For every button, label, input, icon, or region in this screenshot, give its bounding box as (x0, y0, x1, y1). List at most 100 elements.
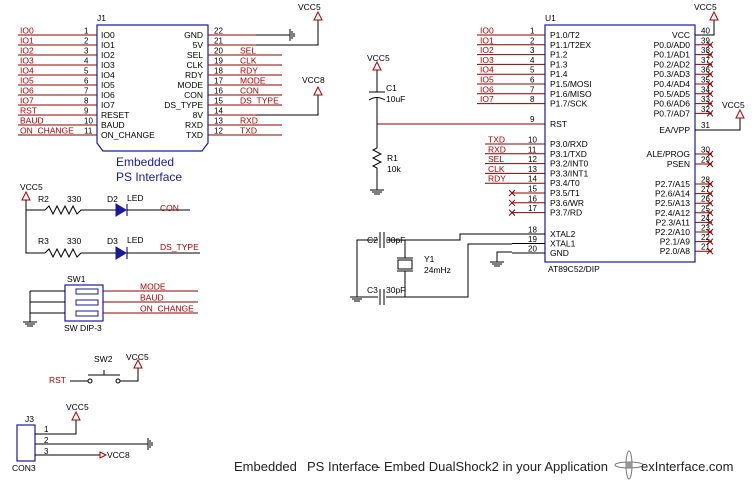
j1-ref: J1 (97, 13, 106, 23)
j1-right-pin-number: 18 (214, 67, 223, 76)
u1-p2-pin-name: P2.4/A12 (655, 208, 690, 218)
j1-right-pin-name: TXD (186, 130, 203, 140)
c2-value: 30pF (386, 235, 405, 245)
j1-left-net: IO2 (20, 46, 34, 56)
c1-r1-reset-network: VCC5 C1 10uF R1 10k (367, 53, 405, 195)
j1-left-pin-number: 1 (84, 27, 89, 36)
j1-left-net: IO5 (20, 76, 34, 86)
j1-left-pin-number: 6 (84, 77, 89, 86)
j1-right-net: RXD (240, 116, 258, 126)
u1-right-pin-name: VCC (672, 30, 690, 40)
sw1-net: BAUD (140, 293, 164, 303)
j1-left-pin-name: ON_CHANGE (101, 130, 155, 140)
u1-rst-pin-name: RST (550, 119, 567, 129)
j1-right-pin-name: DS_TYPE (164, 100, 203, 110)
u1-p1-pin-number: 5 (530, 66, 535, 75)
j1-left-net: IO0 (20, 26, 34, 36)
u1-p3-pin-name: P3.5/T1 (550, 188, 580, 198)
u1-p2-pin-number: 21 (701, 243, 710, 252)
u1-right-pin-number: 32 (701, 105, 710, 114)
u1-right-pin-name: P0.3/AD3 (654, 69, 691, 79)
j1-left-pin-name: IO2 (101, 50, 115, 60)
d2-net: CON (160, 203, 179, 213)
j3-part: CON3 (12, 463, 36, 473)
u1-x-pin-number: 18 (528, 226, 537, 235)
sw2-reset-button: RST SW2 VCC5 (49, 352, 149, 385)
j1-right-pin-name: RXD (185, 120, 203, 130)
u1-p1-pin-name: P1.3 (550, 59, 568, 69)
d3-value: LED (127, 235, 144, 245)
u1-p3-net: RXD (488, 144, 506, 154)
j1-left-pin-name: IO7 (101, 100, 115, 110)
j3-power-connector: J3 CON3 1 2 3 VCC5 VCC8 (12, 402, 153, 473)
j1-left-net: RST (20, 106, 37, 116)
u1-ea-pin-number: 31 (701, 121, 710, 130)
u1-p1-pin-number: 3 (530, 46, 535, 55)
j1-right-pin-name: SEL (187, 50, 203, 60)
r3-ref: R3 (38, 236, 49, 246)
c1-vcc-label: VCC5 (367, 53, 390, 63)
j1-left-pin-number: 4 (84, 57, 89, 66)
d2-ref: D2 (107, 194, 118, 204)
u1-part: AT89C52/DIP (548, 264, 600, 274)
j1-right-net: TXD (240, 126, 257, 136)
j3-vcc8-arrow-icon (99, 451, 108, 459)
u1-p2-pin-number: 26 (701, 195, 710, 204)
u1-p1-pin-number: 1 (530, 27, 535, 36)
j1-vcc5-wire (256, 20, 319, 46)
j1-left-pin-name: IO0 (101, 30, 115, 40)
u1-p2-pin-number: 23 (701, 224, 710, 233)
j1-right-pin-number: 13 (214, 117, 223, 126)
u1-p3-pin-name: P3.1/TXD (550, 149, 587, 159)
j3-vcc-label: VCC5 (66, 402, 89, 412)
u1-p3-pin-number: 14 (528, 175, 537, 184)
j3-ref: J3 (25, 414, 34, 424)
u1-ale-pin-name: ALE/PROG (647, 149, 690, 159)
u1-ea-vcc-label: VCC5 (722, 100, 745, 110)
j1-right-net: RDY (240, 66, 258, 76)
j1-left-pin-number: 7 (84, 87, 89, 96)
j3-vcc-arrow-icon (71, 410, 81, 421)
u1-x-pin-name: GND (550, 248, 569, 258)
sw1-ref: SW1 (67, 274, 86, 284)
sw1-part: SW DIP-3 (64, 323, 102, 333)
led-vcc-label: VCC5 (20, 182, 43, 192)
j3-body (16, 424, 36, 462)
u1-p2-pin-number: 22 (701, 233, 710, 242)
footer: Embedded PS Interface - Embed DualShock2… (234, 450, 734, 480)
j1-right-net: MODE (240, 76, 266, 86)
footer-title-b: PS Interface (307, 459, 379, 474)
d3-led-icon (115, 246, 127, 260)
j3-vcc8-label: VCC8 (107, 450, 130, 460)
j1-right-pin-name: MODE (178, 80, 204, 90)
j1-right-pin-number: 20 (214, 47, 223, 56)
j1-vcc5-label: VCC5 (298, 2, 321, 12)
u1-p3-pin-name: P3.0/RXD (550, 139, 588, 149)
u1-p3-pin-name: P3.2/INT0 (550, 159, 589, 169)
u1-p2-pin-number: 27 (701, 185, 710, 194)
u1-right-pin-number: 33 (701, 95, 710, 104)
u1-p3-pin-number: 15 (528, 185, 537, 194)
u1-p1-net: IO3 (480, 55, 494, 65)
u1-right-pin-name: P0.7/AD7 (654, 108, 691, 118)
j1-right-pin-number: 16 (214, 87, 223, 96)
j1-left-pin-number: 8 (84, 97, 89, 106)
d3-net: DS_TYPE (160, 242, 199, 252)
u1-right-pin-name: P0.6/AD6 (654, 99, 691, 109)
footer-title-c: - Embed DualShock2 in your Application (376, 459, 608, 474)
c3-value: 30pF (386, 285, 405, 295)
j1-left-net: IO7 (20, 96, 34, 106)
exinterface-logo-icon (614, 450, 644, 480)
led-indicators: VCC5 R2 330 D2 LED CON R3 330 D3 LED DS_… (20, 182, 200, 260)
j3-pin-1: 1 (44, 425, 49, 434)
j1-right-pin-name: RDY (185, 70, 203, 80)
u1-ale-pin-number: 29 (701, 156, 710, 165)
sw2-ref: SW2 (94, 354, 113, 364)
u1-right-pin-number: 39 (701, 36, 710, 45)
u1-right-pin-name: P0.1/AD1 (654, 50, 691, 60)
j1-right-pin-name: 5V (193, 40, 204, 50)
d2-led-icon (115, 203, 127, 217)
j1-vcc8-label: VCC8 (302, 75, 325, 85)
u1-p1-pin-number: 4 (530, 56, 535, 65)
